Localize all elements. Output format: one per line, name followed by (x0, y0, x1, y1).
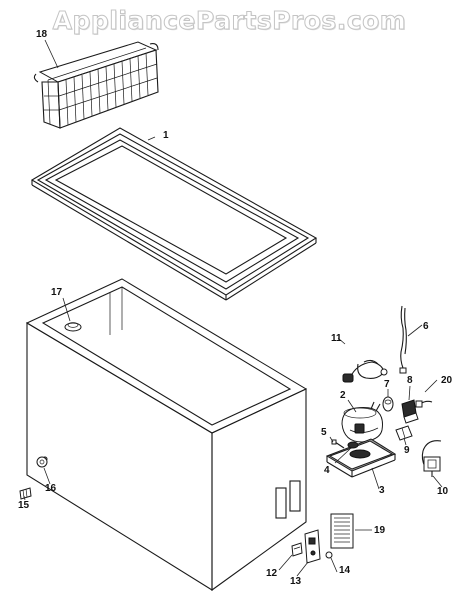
callout-3: 3 (379, 485, 385, 496)
callout-9: 9 (404, 445, 410, 456)
switch-plate[interactable] (304, 529, 321, 564)
overload-harness[interactable] (342, 359, 388, 383)
compressor-base[interactable] (325, 438, 397, 478)
callout-1: 1 (163, 130, 169, 141)
start-relay[interactable] (401, 399, 419, 424)
wire-basket[interactable] (33, 41, 159, 129)
drain-cap[interactable] (64, 322, 82, 332)
callout-13: 13 (290, 576, 302, 587)
wire-connector[interactable] (415, 400, 433, 408)
drain-cap-ring[interactable] (36, 456, 48, 468)
callout-19: 19 (374, 525, 386, 536)
callout-18: 18 (36, 29, 48, 40)
relay-cover[interactable] (382, 396, 394, 412)
callout-5: 5 (321, 427, 327, 438)
freezer-lid[interactable] (30, 127, 318, 301)
callout-17: 17 (51, 287, 63, 298)
relay-bracket[interactable] (395, 425, 413, 441)
callout-8: 8 (407, 375, 413, 386)
callout-11: 11 (331, 333, 342, 344)
power-cord[interactable] (399, 305, 407, 374)
screw[interactable] (325, 551, 333, 559)
callout-10: 10 (437, 486, 449, 497)
callout-14: 14 (339, 565, 351, 576)
freezer-cabinet[interactable] (25, 278, 308, 592)
compressor[interactable] (341, 401, 383, 443)
callout-20: 20 (441, 375, 453, 386)
vent-grille[interactable] (330, 513, 354, 549)
mounting-bolt[interactable] (331, 439, 345, 449)
callout-15: 15 (18, 500, 30, 511)
watermark-logo: AppliancePartsPros.com (52, 6, 407, 36)
leader-lines (23, 39, 443, 577)
callout-4: 4 (324, 465, 330, 476)
drain-plug[interactable] (19, 487, 32, 500)
thermostat[interactable] (421, 440, 442, 477)
mounting-grommet[interactable] (347, 441, 359, 449)
callout-7: 7 (384, 379, 390, 390)
callout-16: 16 (45, 483, 57, 494)
power-light[interactable] (291, 542, 303, 557)
callout-2: 2 (340, 390, 346, 401)
callout-6: 6 (423, 321, 429, 332)
callout-12: 12 (266, 568, 278, 579)
